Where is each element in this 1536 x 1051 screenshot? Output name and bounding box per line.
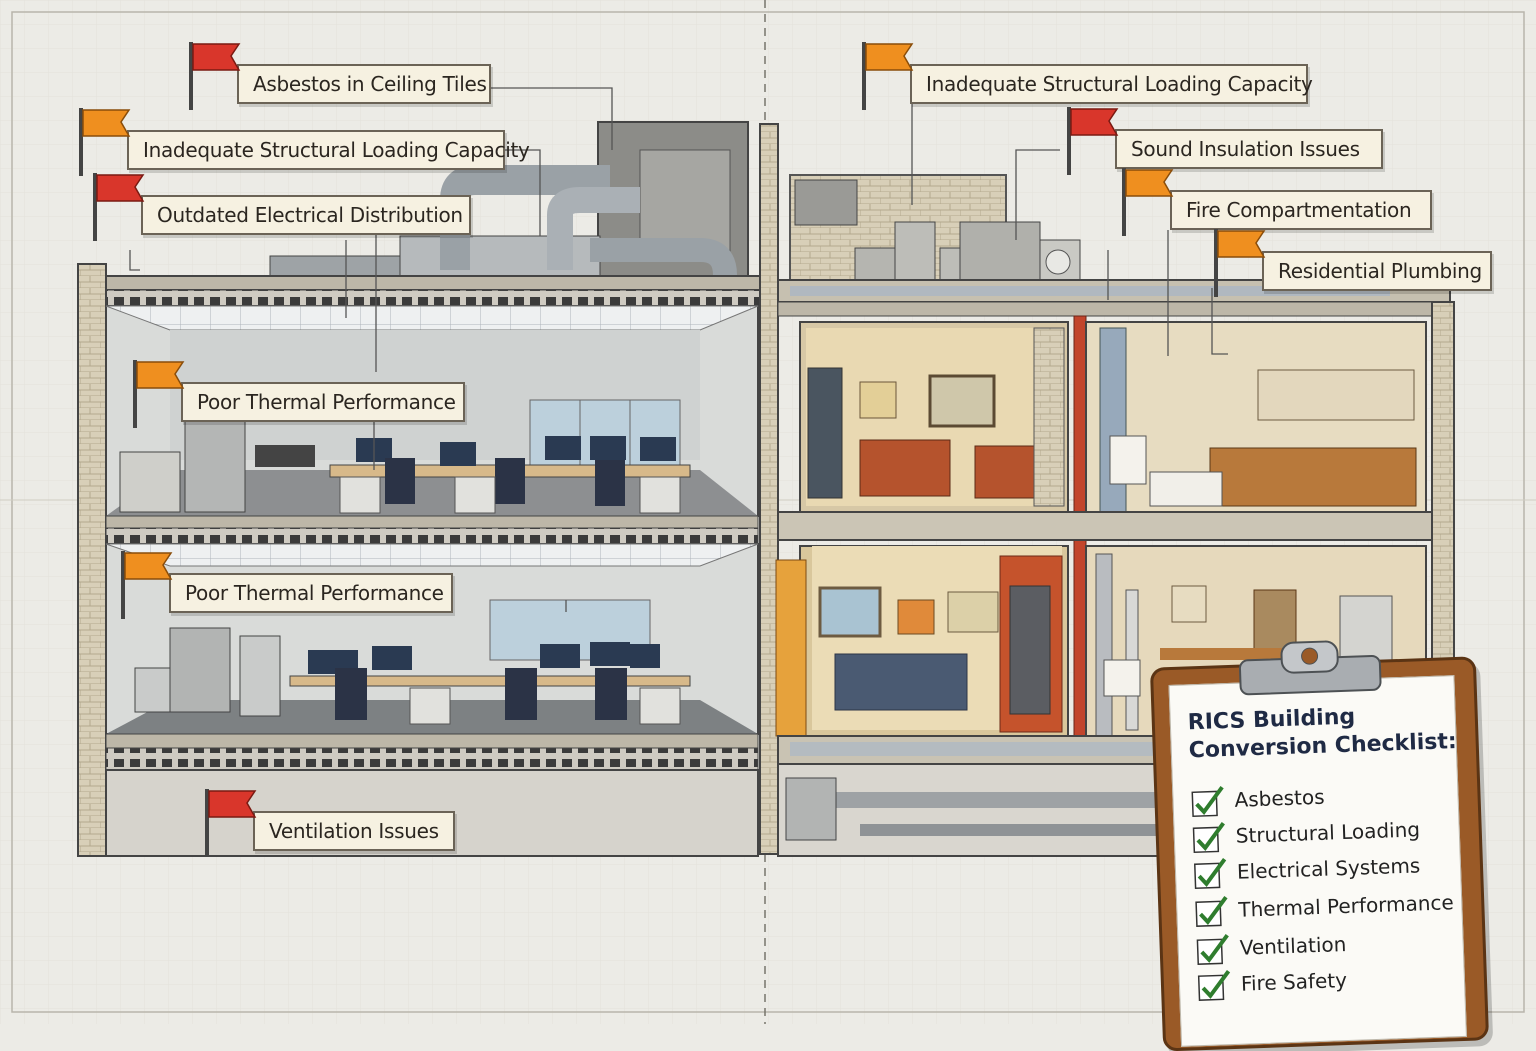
orange-flag-icon [133,360,185,428]
callout-thermal-lower[interactable]: Poor Thermal Performance [121,551,453,619]
callout-label: Fire Compartmentation [1186,198,1412,222]
callout-structural-right[interactable]: Inadequate Structural Loading Capacity [862,42,1313,110]
checkmark-icon [1197,969,1231,1001]
checklist-item[interactable]: Thermal Performance [1194,885,1454,928]
callout-asbestos[interactable]: Asbestos in Ceiling Tiles [189,42,491,110]
callout-label: Poor Thermal Performance [197,390,456,414]
callout-label: Inadequate Structural Loading Capacity [143,138,530,162]
orange-flag-icon [1214,229,1266,297]
checkmark-icon [1191,786,1224,818]
checkmark-icon [1193,858,1227,890]
checklist-item[interactable]: Ventilation [1195,927,1347,966]
callout-plumbing[interactable]: Residential Plumbing [1214,229,1492,297]
rics-checklist-clipboard: RICS Building Conversion Checklist: Asbe… [1149,635,1490,1051]
callout-label: Inadequate Structural Loading Capacity [926,72,1313,96]
callout-electrical[interactable]: Outdated Electrical Distribution [93,173,471,241]
callout-fire[interactable]: Fire Compartmentation [1122,168,1432,236]
callout-label: Asbestos in Ceiling Tiles [253,72,487,96]
clipboard-clip-icon [1238,640,1382,696]
leader-lines [129,87,1228,612]
checklist-item-label: Fire Safety [1240,968,1348,996]
red-flag-icon [93,173,145,241]
orange-flag-icon [121,551,173,619]
checklist-item-label: Ventilation [1239,932,1347,960]
callout-ventilation[interactable]: Ventilation Issues [205,789,455,857]
callout-structural-left[interactable]: Inadequate Structural Loading Capacity [79,108,530,176]
checklist-item-label: Thermal Performance [1237,890,1455,922]
callout-label: Poor Thermal Performance [185,581,444,605]
red-flag-icon [1067,107,1119,175]
orange-flag-icon [79,108,131,176]
callout-sound[interactable]: Sound Insulation Issues [1067,107,1383,175]
central-column [759,123,779,855]
checklist-item[interactable]: Asbestos [1190,780,1325,819]
callout-label: Ventilation Issues [269,819,439,843]
checklist-item[interactable]: Fire Safety [1196,963,1347,1002]
checkmark-icon [1196,933,1229,965]
callout-label: Sound Insulation Issues [1131,137,1360,161]
red-flag-icon [205,789,257,857]
callout-label: Outdated Electrical Distribution [157,203,463,227]
checkmark-icon [1195,895,1228,927]
checklist-item-label: Electrical Systems [1236,853,1421,884]
orange-flag-icon [862,42,914,110]
checklist-item-label: Structural Loading [1235,817,1421,848]
checklist-item[interactable]: Structural Loading [1191,812,1420,854]
orange-flag-icon [1122,168,1174,236]
checklist-item-label: Asbestos [1234,784,1325,812]
checklist-item[interactable]: Electrical Systems [1192,848,1421,890]
callout-label: Residential Plumbing [1278,259,1482,283]
checkmark-icon [1192,822,1225,854]
callout-thermal-upper[interactable]: Poor Thermal Performance [133,360,465,428]
red-flag-icon [189,42,241,110]
